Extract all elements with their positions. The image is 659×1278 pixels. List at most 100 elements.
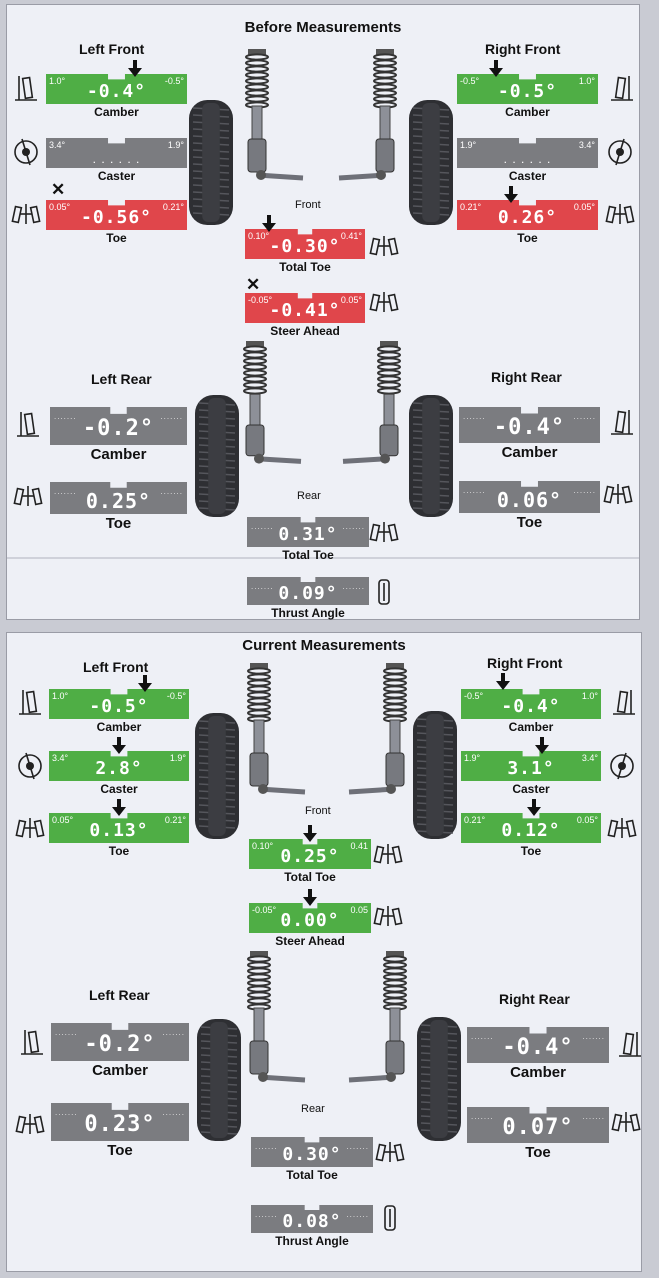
before-right-rear-camber-label: Camber [501, 444, 558, 461]
strut-assembly-illustration [247, 663, 306, 795]
current-right-front-camber-gauge: -0.5°1.0°-0.4°Camber [461, 689, 601, 734]
current-left-rear-camber-label: Camber [92, 1062, 148, 1079]
current-left-front-toe-label: Toe [108, 844, 130, 858]
before-right-rear-toe-label: Toe [516, 514, 543, 531]
camber-icon [17, 412, 39, 437]
current-total-toe-front-label: Total Toe [284, 870, 336, 884]
section-title: Current Measurements [242, 637, 406, 654]
before-right-front-toe-label: Toe [517, 231, 538, 245]
strut-assembly-illustration [245, 49, 304, 181]
pointer-arrow-icon [303, 889, 317, 906]
before-left-front-camber-range-min: 1.0° [49, 76, 66, 86]
current-right-front-camber-range-min: -0.5° [464, 691, 484, 701]
before-total-toe-front-label: Total Toe [279, 260, 331, 274]
left-front-title: Left Front [83, 659, 149, 675]
current-thrust-angle-scale-dots: ....... [255, 1210, 278, 1219]
current-total-toe-rear-scale-dots: ....... [346, 1142, 369, 1151]
camber-icon [611, 410, 633, 435]
before-right-front-caster-empty-reading: . . . . . . [503, 151, 552, 166]
before-steer-ahead-gauge: -0.05°0.05°-0.41°Steer Ahead [245, 293, 365, 338]
before-thrust-angle-value: 0.09° [278, 583, 338, 604]
current-steer-ahead-range-max: 0.05 [350, 905, 368, 915]
before-measurements-panel: Before Measurements Left Front Right Fro… [6, 4, 640, 620]
current-left-front-camber-label: Camber [96, 720, 142, 734]
before-total-toe-rear-value: 0.31° [278, 524, 338, 545]
current-left-front-camber-range-max: -0.5° [166, 691, 186, 701]
current-left-rear-camber-value: -0.2° [84, 1032, 156, 1057]
current-right-rear-toe-value: 0.07° [502, 1115, 574, 1140]
current-left-front-caster-range-max: 1.9° [169, 753, 186, 763]
camber-icon [613, 690, 635, 715]
before-left-front-toe-value: -0.56° [80, 207, 153, 228]
strut-assembly-illustration [342, 341, 401, 464]
before-left-front-toe-gauge: 0.05°0.21°-0.56°Toe [46, 200, 187, 245]
caster-icon [14, 138, 38, 166]
current-left-rear-toe-value: 0.23° [84, 1112, 156, 1137]
before-left-rear-toe-value: 0.25° [85, 489, 152, 513]
current-left-front-camber-range-min: 1.0° [52, 691, 69, 701]
current-right-front-toe-value: 0.12° [501, 820, 561, 841]
left-front-title: Left Front [79, 41, 145, 57]
before-left-rear-camber-gauge: ..............-0.2°Camber [50, 407, 187, 463]
current-left-front-caster-range-min: 3.4° [52, 753, 69, 763]
current-right-front-toe-label: Toe [520, 844, 542, 858]
before-right-front-camber-value: -0.5° [497, 81, 558, 102]
current-left-rear-toe-scale-dots: ....... [162, 1108, 185, 1117]
toe-icon [373, 906, 403, 926]
current-measurements-panel: Current Measurements Left Front Right Fr… [6, 632, 642, 1272]
before-total-toe-front-range-min: 0.10° [248, 231, 270, 241]
before-left-front-caster-range-max: 1.9° [167, 140, 184, 150]
strut-assembly-illustration [338, 49, 397, 181]
toe-icon [375, 1142, 405, 1162]
pointer-arrow-icon [535, 737, 549, 754]
current-thrust-angle-gauge: ..............0.08°Thrust Angle [251, 1205, 373, 1248]
thrust-icon [384, 1205, 396, 1231]
before-total-toe-rear-label: Total Toe [282, 548, 334, 562]
before-left-rear-toe-scale-dots: ....... [160, 487, 183, 496]
before-left-front-caster-label: Caster [97, 169, 136, 183]
toe-icon [607, 818, 637, 838]
rear-axle-label: Rear [301, 1103, 325, 1115]
before-right-front-toe-gauge: 0.21° 0.05° 0.26° Toe [457, 200, 598, 245]
pointer-arrow-icon [303, 825, 317, 842]
left-rear-title: Left Rear [91, 371, 152, 387]
before-right-rear-toe-scale-dots: ....... [573, 486, 596, 495]
before-steer-ahead-range-min: -0.05° [248, 295, 273, 305]
toe-icon [15, 818, 45, 838]
before-thrust-angle-label: Thrust Angle [271, 606, 345, 620]
toe-icon [373, 844, 403, 864]
current-total-toe-front-value: 0.25° [280, 846, 340, 867]
current-right-front-caster-range-min: 1.9° [464, 753, 481, 763]
before-thrust-angle-scale-dots: ....... [251, 582, 274, 591]
before-left-front-toe-range-max: 0.21° [162, 202, 184, 212]
current-right-front-camber-range-max: 1.0° [581, 691, 598, 701]
current-total-toe-front-range-min: 0.10° [252, 841, 274, 851]
right-front-title: Right Front [487, 655, 563, 671]
current-total-toe-rear-label: Total Toe [286, 1168, 338, 1182]
toe-icon [605, 204, 635, 224]
pointer-arrow-icon [138, 675, 152, 692]
strut-assembly-illustration [348, 951, 407, 1083]
out-of-spec-x-icon: ✕ [246, 275, 261, 294]
current-left-front-toe-range-min: 0.05° [52, 815, 74, 825]
right-front-title: Right Front [485, 41, 561, 57]
current-total-toe-rear-scale-dots: ....... [255, 1142, 278, 1151]
current-right-rear-camber-scale-dots: ....... [471, 1032, 494, 1041]
tire-illustration [413, 711, 457, 839]
before-steer-ahead-value: -0.41° [269, 300, 341, 321]
current-left-rear-toe-gauge: ..............0.23°Toe [51, 1103, 189, 1159]
toe-icon [611, 1112, 641, 1132]
before-left-front-toe-label: Toe [106, 231, 127, 245]
before-right-front-toe-range-min: 0.21° [460, 202, 482, 212]
before-right-rear-camber-gauge: ..............-0.4°Camber [459, 407, 600, 461]
before-total-toe-rear-scale-dots: ....... [251, 522, 274, 531]
before-steer-ahead-label: Steer Ahead [270, 324, 340, 338]
current-right-rear-camber-value: -0.4° [502, 1035, 574, 1060]
current-left-front-toe-gauge: 0.05°0.21°0.13°Toe [49, 813, 189, 858]
before-left-rear-camber-scale-dots: ....... [160, 412, 183, 421]
before-right-front-caster-range-max: 3.4° [578, 140, 595, 150]
before-right-front-toe-range-max: 0.05° [573, 202, 595, 212]
before-right-front-toe-value: 0.26° [497, 207, 558, 228]
current-left-front-camber-value: -0.5° [89, 696, 149, 717]
toe-icon [15, 1114, 45, 1134]
